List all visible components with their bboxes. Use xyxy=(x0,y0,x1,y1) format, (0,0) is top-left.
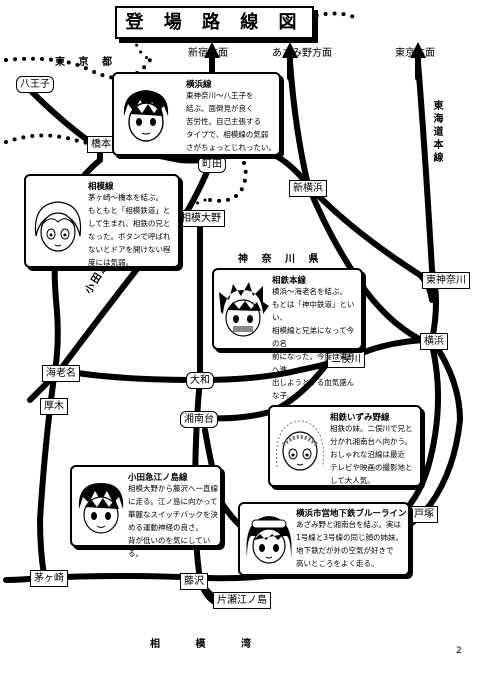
direction-tokyo: 東京方面 xyxy=(395,48,435,59)
direction-shinjuku: 新宿方面 xyxy=(188,48,228,59)
character-face-icon xyxy=(219,282,269,337)
station-hachioji: 八王子 xyxy=(16,76,54,93)
card-sotetsu-izumino-line: 相鉄いずみ野線 相鉄の妹。二俣川で兄と 分かれ湘南台へ向かう。 おしゃれな沿線は… xyxy=(268,405,422,487)
card-name: 相模線 xyxy=(88,182,114,192)
tokaido-line-label: 東海道本線 xyxy=(429,100,444,165)
character-face-icon xyxy=(123,90,169,142)
character-face-icon xyxy=(78,483,124,534)
station-shonandai: 湘南台 xyxy=(180,411,218,428)
card-description: 横浜〜海老名を結ぶ。 もとは「神中鉄道」といい、 相模線と兄弟になって今の名 前… xyxy=(272,287,355,400)
station-chigasaki: 茅ヶ崎 xyxy=(30,570,68,587)
tokyo-border-3 xyxy=(134,20,157,62)
card-description: あざみ野と湘南台を結ぶ。実は 1号線と3号線の同じ顔の姉妹。 地下鉄だが外の空気… xyxy=(296,520,404,568)
station-machida: 町田 xyxy=(198,156,226,173)
card-sagami-line: 相模線 茅ヶ崎〜橋本を結ぶ。 もともと「相模鉄道」と して生まれ、相鉄の兄と な… xyxy=(24,174,180,268)
page-title: 登 場 路 線 図 xyxy=(115,6,314,39)
region-tokyo: 東 京 都 xyxy=(55,57,117,68)
card-yokohama-line: 横浜線 東神奈川〜八王子を 結ぶ。面倒見が良く 苦労性。自己主張する タイプで、… xyxy=(112,72,281,156)
card-name: 小田急江ノ島線 xyxy=(128,473,188,483)
card-name: 横浜市営地下鉄ブルーライン xyxy=(296,509,407,519)
station-hashimoto: 橋本 xyxy=(87,136,115,153)
station-futamatagawa: 二俣川 xyxy=(327,351,365,368)
card-description: 茅ヶ崎〜橋本を結ぶ。 もともと「相模鉄道」と して生まれ、相鉄の兄と なった。ボ… xyxy=(88,193,171,267)
sotetsu-main-line xyxy=(57,337,435,383)
station-yokohama: 横浜 xyxy=(420,333,448,350)
station-yamato: 大和 xyxy=(186,372,214,389)
arrowhead-tokyo xyxy=(410,42,426,58)
character-face-icon xyxy=(246,516,292,564)
direction-azamino: あざみ野方面 xyxy=(272,48,332,59)
card-blue-line: 横浜市営地下鉄ブルーライン あざみ野と湘南台を結ぶ。実は 1号線と3号線の同じ顔… xyxy=(238,502,410,576)
arrowhead-azamino xyxy=(282,42,298,58)
station-fujisawa: 藤沢 xyxy=(180,573,208,590)
station-ebina: 海老名 xyxy=(42,365,80,382)
station-atsugi: 厚木 xyxy=(40,398,68,415)
card-name: 相鉄本線 xyxy=(272,276,307,286)
card-description: 相鉄の妹。二俣川で兄と 分かれ湘南台へ向かう。 おしゃれな沿線は最近 テレビや映… xyxy=(330,424,413,485)
character-face-icon xyxy=(275,420,325,471)
tokyo-border-4 xyxy=(306,11,362,22)
region-kanagawa: 神 奈 川 県 xyxy=(238,254,324,265)
tokaido-line xyxy=(3,59,463,583)
card-description: 相模大野から藤沢へ一直線 に走る。江ノ島に向かって 華麗なスイッチバックを決 め… xyxy=(128,484,218,558)
station-katase-enoshima: 片瀬江ノ島 xyxy=(213,592,271,609)
arrowhead-shinjuku xyxy=(204,42,220,58)
character-face-icon xyxy=(34,201,82,252)
card-odakyu-enoshima-line: 小田急江ノ島線 相模大野から藤沢へ一直線 に走る。江ノ島に向かって 華麗なスイッ… xyxy=(70,465,222,558)
station-sagamiono: 相模大野 xyxy=(177,210,225,227)
card-description: 東神奈川〜八王子を 結ぶ。面倒見が良く 苦労性。自己主張する タイプで、相模線の… xyxy=(186,91,276,152)
station-totsuka: 戸塚 xyxy=(410,506,438,523)
card-name: 横浜線 xyxy=(186,80,212,90)
station-higashikanagawa: 東神奈川 xyxy=(422,272,470,289)
card-sotetsu-main-line: 相鉄本線 横浜〜海老名を結ぶ。 もとは「神中鉄道」といい、 相模線と兄弟になって… xyxy=(212,268,363,400)
tokyo-border xyxy=(4,56,152,80)
card-name: 相鉄いずみ野線 xyxy=(330,413,390,423)
page-number: 2 xyxy=(456,646,462,656)
station-shinyokohama: 新横浜 xyxy=(289,180,327,197)
region-sagami-bay: 相 模 湾 xyxy=(150,639,267,650)
